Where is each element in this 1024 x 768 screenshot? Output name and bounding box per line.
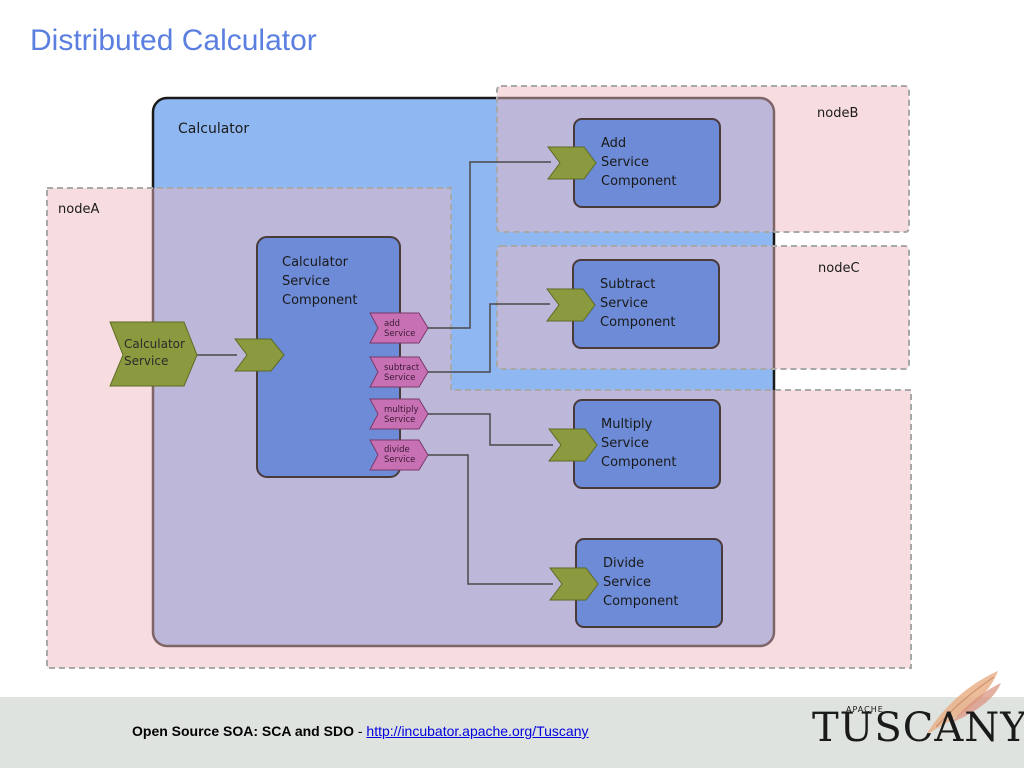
calculator-diagram: Calculator nodeA nodeB nodeC Calculator …: [46, 85, 912, 669]
slide-title: Distributed Calculator: [30, 24, 317, 57]
wires: [196, 161, 553, 585]
composite-label: Calculator: [178, 121, 249, 137]
apache-wordmark: APACHE: [846, 705, 884, 714]
wire-multiply: [428, 413, 553, 446]
ref-subtract-line-2: Service: [384, 373, 415, 383]
subtract-service-component: Subtract Service Component: [546, 259, 720, 349]
reference-subtract-label: subtract Service: [384, 363, 422, 383]
multiply-service-component: Multiply Service Component: [548, 399, 721, 489]
reference-multiply: multiply Service: [369, 398, 429, 430]
footer-separator: -: [357, 723, 363, 739]
reference-add-chevron: [369, 312, 429, 344]
ref-divide-line-2: Service: [384, 455, 415, 465]
divide-line-2: Service: [603, 575, 651, 590]
calc-service-line-1: Calculator: [124, 337, 185, 351]
multiply-service-chevron: [548, 428, 598, 462]
subtract-component-label: Subtract Service Component: [600, 277, 675, 330]
add-service-component: Add Service Component: [547, 118, 721, 208]
add-line-2: Service: [601, 155, 649, 170]
calculator-service-label: Calculator Service: [124, 337, 189, 368]
calculator-service-chevron: [109, 321, 198, 387]
reference-add-label: add Service: [384, 319, 415, 339]
reference-multiply-chevron: [369, 398, 429, 430]
footer: Open Source SOA: SCA and SDO - http://in…: [0, 697, 1024, 768]
calculator-component-label: Calculator Service Component: [282, 255, 357, 308]
calc-comp-line-1: Calculator: [282, 255, 349, 270]
reference-divide-label: divide Service: [384, 445, 415, 465]
wire-subtract: [428, 303, 550, 373]
reference-multiply-label: multiply Service: [384, 405, 421, 425]
subtract-line-2: Service: [600, 296, 648, 311]
node-b-label: nodeB: [817, 106, 858, 121]
footer-title: Open Source SOA: SCA and SDO: [132, 723, 354, 739]
subtract-line-3: Component: [600, 315, 675, 330]
subtract-line-1: Subtract: [600, 277, 655, 292]
multiply-line-1: Multiply: [601, 417, 653, 432]
reference-subtract: subtract Service: [369, 356, 429, 388]
footer-text: Open Source SOA: SCA and SDO - http://in…: [132, 723, 589, 739]
divide-line-1: Divide: [603, 556, 644, 571]
wire-add: [428, 161, 551, 329]
tuscany-wordmark: TUSCANY: [812, 705, 1024, 751]
multiply-component-label: Multiply Service Component: [601, 417, 676, 470]
wire-divide: [428, 454, 553, 585]
ref-multiply-line-1: multiply: [384, 405, 419, 415]
multiply-line-2: Service: [601, 436, 649, 451]
reference-divide: divide Service: [369, 439, 429, 471]
tuscany-link[interactable]: http://incubator.apache.org/Tuscany: [366, 723, 589, 739]
divide-line-3: Component: [603, 594, 678, 609]
reference-divide-chevron: [369, 439, 429, 471]
divide-service-chevron: [549, 567, 599, 601]
add-line-3: Component: [601, 174, 676, 189]
divide-service-component: Divide Service Component: [549, 538, 723, 628]
tuscany-feather-logo: [926, 671, 1001, 735]
node-a-label: nodeA: [58, 202, 99, 217]
add-component-label: Add Service Component: [601, 136, 676, 189]
add-service-chevron: [547, 146, 597, 180]
ref-subtract-line-1: subtract: [384, 363, 420, 373]
divide-component-label: Divide Service Component: [603, 556, 678, 609]
ref-multiply-line-2: Service: [384, 415, 415, 425]
ref-divide-line-1: divide: [384, 445, 410, 455]
calc-comp-line-2: Service: [282, 274, 330, 289]
ref-add-line-2: Service: [384, 329, 415, 339]
calc-service-line-2: Service: [124, 354, 168, 368]
multiply-line-3: Component: [601, 455, 676, 470]
calc-component-service-chevron: [234, 338, 285, 372]
add-line-1: Add: [601, 136, 626, 151]
reference-subtract-chevron: [369, 356, 429, 388]
subtract-service-chevron: [546, 288, 596, 322]
reference-add: add Service: [369, 312, 429, 344]
ref-add-line-1: add: [384, 319, 400, 329]
calc-comp-line-3: Component: [282, 293, 357, 308]
node-c-label: nodeC: [818, 261, 860, 276]
